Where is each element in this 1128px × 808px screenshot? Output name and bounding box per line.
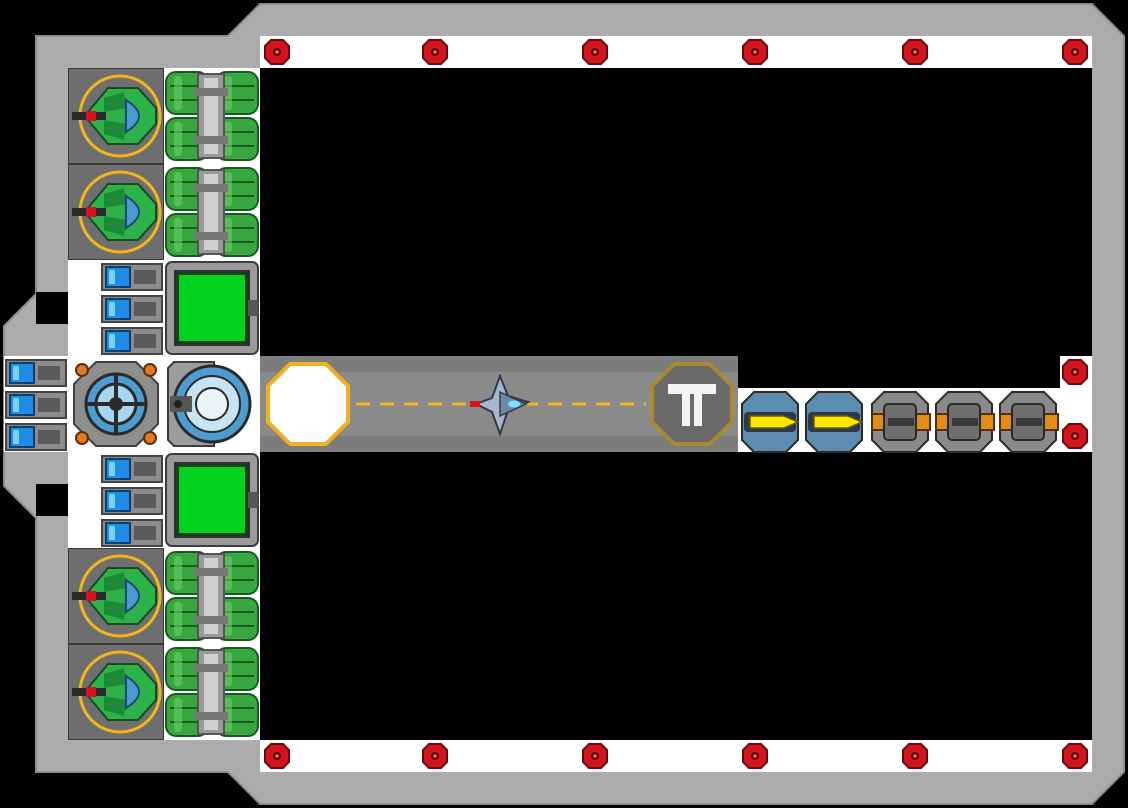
gun-yellow-1[interactable] — [740, 390, 802, 454]
monitor-upper[interactable] — [164, 260, 260, 356]
wall-light-top-3 — [580, 37, 610, 67]
wall-light-bottom-5 — [900, 741, 930, 771]
battery-bank-upper[interactable] — [100, 260, 164, 356]
docked-fighter[interactable] — [470, 370, 534, 440]
wall-light-top-5 — [900, 37, 930, 67]
floor-top — [260, 36, 1092, 68]
gun-orange-3[interactable] — [998, 390, 1060, 454]
gun-yellow-2[interactable] — [804, 390, 866, 454]
hull-recess-lower — [36, 484, 68, 516]
wall-light-top-6 — [1060, 37, 1090, 67]
turret-top-1[interactable] — [67, 67, 165, 165]
tank-stack-top-2[interactable] — [164, 164, 260, 260]
wall-light-top-1 — [262, 37, 292, 67]
tank-stack-bottom-2[interactable] — [164, 644, 260, 740]
wall-light-top-4 — [740, 37, 770, 67]
wall-light-bottom-6 — [1060, 741, 1090, 771]
wall-light-bottom-1 — [262, 741, 292, 771]
wall-light-bottom-3 — [580, 741, 610, 771]
battery-bank-wing[interactable] — [4, 356, 68, 452]
gun-orange-2[interactable] — [934, 390, 996, 454]
wall-light-side-1 — [1060, 357, 1090, 387]
hull-recess-upper — [36, 292, 68, 324]
wall-light-bottom-2 — [420, 741, 450, 771]
wall-light-bottom-4 — [740, 741, 770, 771]
runway-band-shade-bottom — [260, 436, 738, 452]
dome-generator[interactable] — [164, 356, 260, 452]
launch-pad-inactive[interactable] — [650, 362, 734, 446]
reactor-core[interactable] — [68, 356, 164, 452]
tank-stack-bottom-1[interactable] — [164, 548, 260, 644]
turret-bottom-2[interactable] — [67, 643, 165, 741]
wall-light-top-2 — [420, 37, 450, 67]
tank-stack-top-1[interactable] — [164, 68, 260, 164]
turret-top-2[interactable] — [67, 163, 165, 261]
launch-pad-active[interactable] — [266, 362, 350, 446]
floor-bottom — [260, 740, 1092, 772]
battery-bank-lower[interactable] — [100, 452, 164, 548]
runway-band-shade-top — [260, 356, 738, 372]
monitor-lower[interactable] — [164, 452, 260, 548]
gun-orange-1[interactable] — [870, 390, 932, 454]
turret-bottom-1[interactable] — [67, 547, 165, 645]
wall-light-side-2 — [1060, 421, 1090, 451]
